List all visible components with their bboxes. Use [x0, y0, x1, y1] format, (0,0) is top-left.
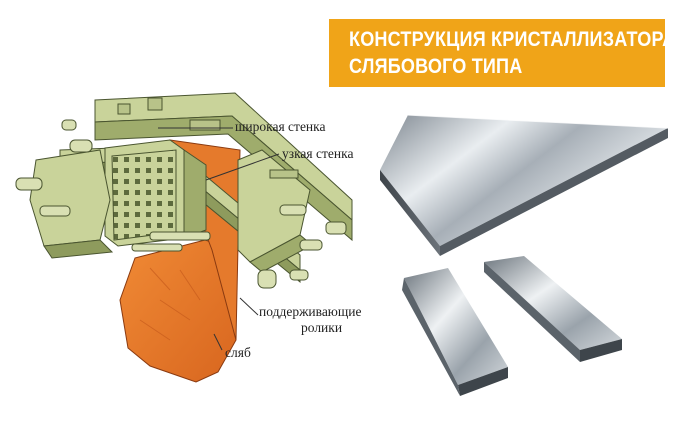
title-banner: КОНСТРУКЦИЯ КРИСТАЛЛИЗАТОРА СЛЯБОВОГО ТИ…: [329, 19, 676, 87]
label-support-rollers: поддерживающие ролики: [259, 304, 362, 336]
label-support-rollers-line-1: поддерживающие: [259, 304, 362, 319]
wide-plate-image: [380, 114, 669, 256]
leader-lines: [158, 127, 280, 351]
label-narrow-wall: узкая стенка: [282, 146, 354, 161]
label-support-rollers-line-2: ролики: [301, 320, 343, 335]
banner-title: КОНСТРУКЦИЯ КРИСТАЛЛИЗАТОРА СЛЯБОВОГО ТИ…: [349, 26, 676, 80]
banner-title-line-1: КОНСТРУКЦИЯ КРИСТАЛЛИЗАТОРА: [349, 28, 676, 51]
mold-pipes: [15, 119, 347, 289]
label-slab: сляб: [225, 345, 251, 360]
label-wide-wall: широкая стенка: [235, 119, 326, 134]
mold-body: [29, 92, 353, 284]
banner-title-line-2: СЛЯБОВОГО ТИПА: [349, 55, 523, 78]
narrow-plates-image: [402, 256, 622, 396]
